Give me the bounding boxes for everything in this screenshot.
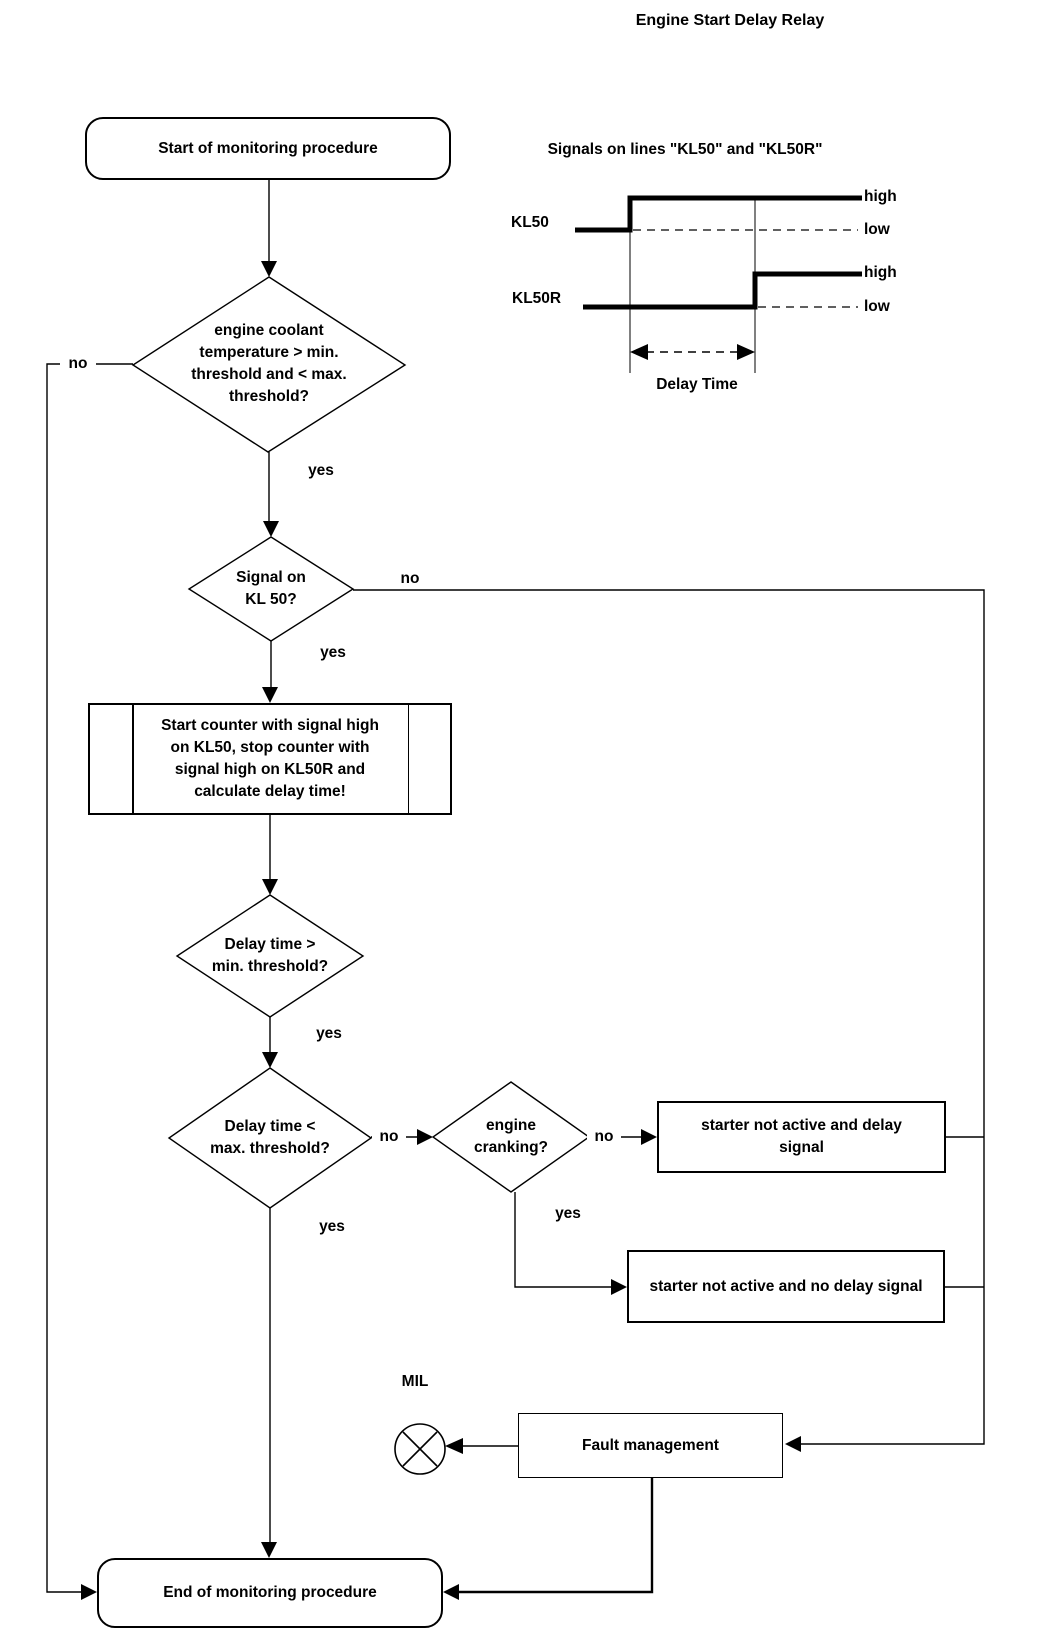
- edge-fault-to-end: [459, 1478, 654, 1594]
- counter-process-text: Start counter with signal high on KL50, …: [161, 717, 379, 800]
- decision-diamonds: [131, 276, 591, 1209]
- page-title: Engine Start Delay Relay: [635, 12, 825, 29]
- fault-management-box: Fault management: [518, 1413, 783, 1478]
- arrow-into-delaymax: [262, 1052, 278, 1068]
- arrow-into-cranking: [417, 1129, 433, 1145]
- diamond-kl50-check: [187, 536, 355, 642]
- kl50r-waveform: [583, 271, 862, 310]
- signal-diagram-title: Signals on lines "KL50" and "KL50R": [547, 141, 823, 158]
- cranking-no-label: no: [587, 1129, 621, 1145]
- kl50r-line-label: KL50R: [512, 290, 562, 307]
- arrow-into-fault: [785, 1436, 801, 1452]
- starter-no-delay-signal-box: starter not active and no delay signal: [627, 1250, 945, 1323]
- kl50-waveform: [575, 195, 862, 233]
- signal-waveforms: [575, 195, 862, 373]
- edge-cranking-yes: [514, 1192, 612, 1288]
- arrow-into-kl50: [263, 521, 279, 537]
- arrow-into-box1: [641, 1129, 657, 1145]
- process-inner-bar-right: [407, 705, 409, 813]
- arrow-into-end-right: [443, 1584, 459, 1600]
- diamond-delaymin-check: [175, 894, 365, 1018]
- delaymin-check-text: Delay time > min. threshold?: [211, 936, 329, 975]
- kl50r-low-label: low: [864, 298, 890, 315]
- cranking-check-text: engine cranking?: [473, 1117, 549, 1156]
- delaymax-check-text: Delay time < max. threshold?: [210, 1118, 330, 1157]
- kl50-line-label: KL50: [511, 214, 549, 231]
- starter-delay-signal-box: starter not active and delay signal: [657, 1101, 946, 1173]
- end-terminal: End of monitoring procedure: [97, 1558, 443, 1628]
- cranking-yes-label: yes: [555, 1205, 581, 1222]
- kl50-high-label: high: [864, 188, 897, 205]
- arrow-into-process: [262, 687, 278, 703]
- arrow-into-end-top: [261, 1542, 277, 1558]
- start-terminal: Start of monitoring procedure: [85, 117, 451, 180]
- edge-coolant-no: [46, 363, 133, 1593]
- delay-arrow-left: [630, 344, 648, 360]
- delay-arrow-right: [737, 344, 755, 360]
- counter-process-box: Start counter with signal high on KL50, …: [88, 703, 452, 815]
- arrow-into-end-left: [81, 1584, 97, 1600]
- kl50-no-label: no: [400, 570, 420, 587]
- diamond-coolant-check: [131, 276, 407, 453]
- process-inner-bar-left: [132, 705, 134, 813]
- delaymax-yes-label: yes: [319, 1218, 345, 1235]
- kl50-check-text: Signal on KL 50?: [236, 569, 306, 608]
- flow-arrowheads: [81, 261, 801, 1600]
- arrow-into-delaymin: [262, 879, 278, 895]
- diamond-cranking-check: [431, 1081, 591, 1193]
- kl50-yes-label: yes: [320, 644, 346, 661]
- diamond-delaymax-check: [167, 1067, 373, 1209]
- coolant-no-label: no: [60, 356, 96, 372]
- delaymin-yes-label: yes: [316, 1025, 342, 1042]
- coolant-check-text: engine coolant temperature > min. thresh…: [191, 322, 347, 405]
- mil-lamp-icon: [394, 1423, 446, 1475]
- kl50r-high-label: high: [864, 264, 897, 281]
- arrow-into-coolant: [261, 261, 277, 277]
- edge-kl50-no-trunk: [353, 589, 985, 1445]
- delay-time-label: Delay Time: [656, 376, 738, 393]
- mil-label: MIL: [401, 1373, 429, 1390]
- kl50-low-label: low: [864, 221, 890, 238]
- delaymax-no-label: no: [372, 1129, 406, 1145]
- coolant-yes-label: yes: [308, 462, 334, 479]
- arrow-into-box2: [611, 1279, 627, 1295]
- arrow-into-mil: [445, 1438, 463, 1454]
